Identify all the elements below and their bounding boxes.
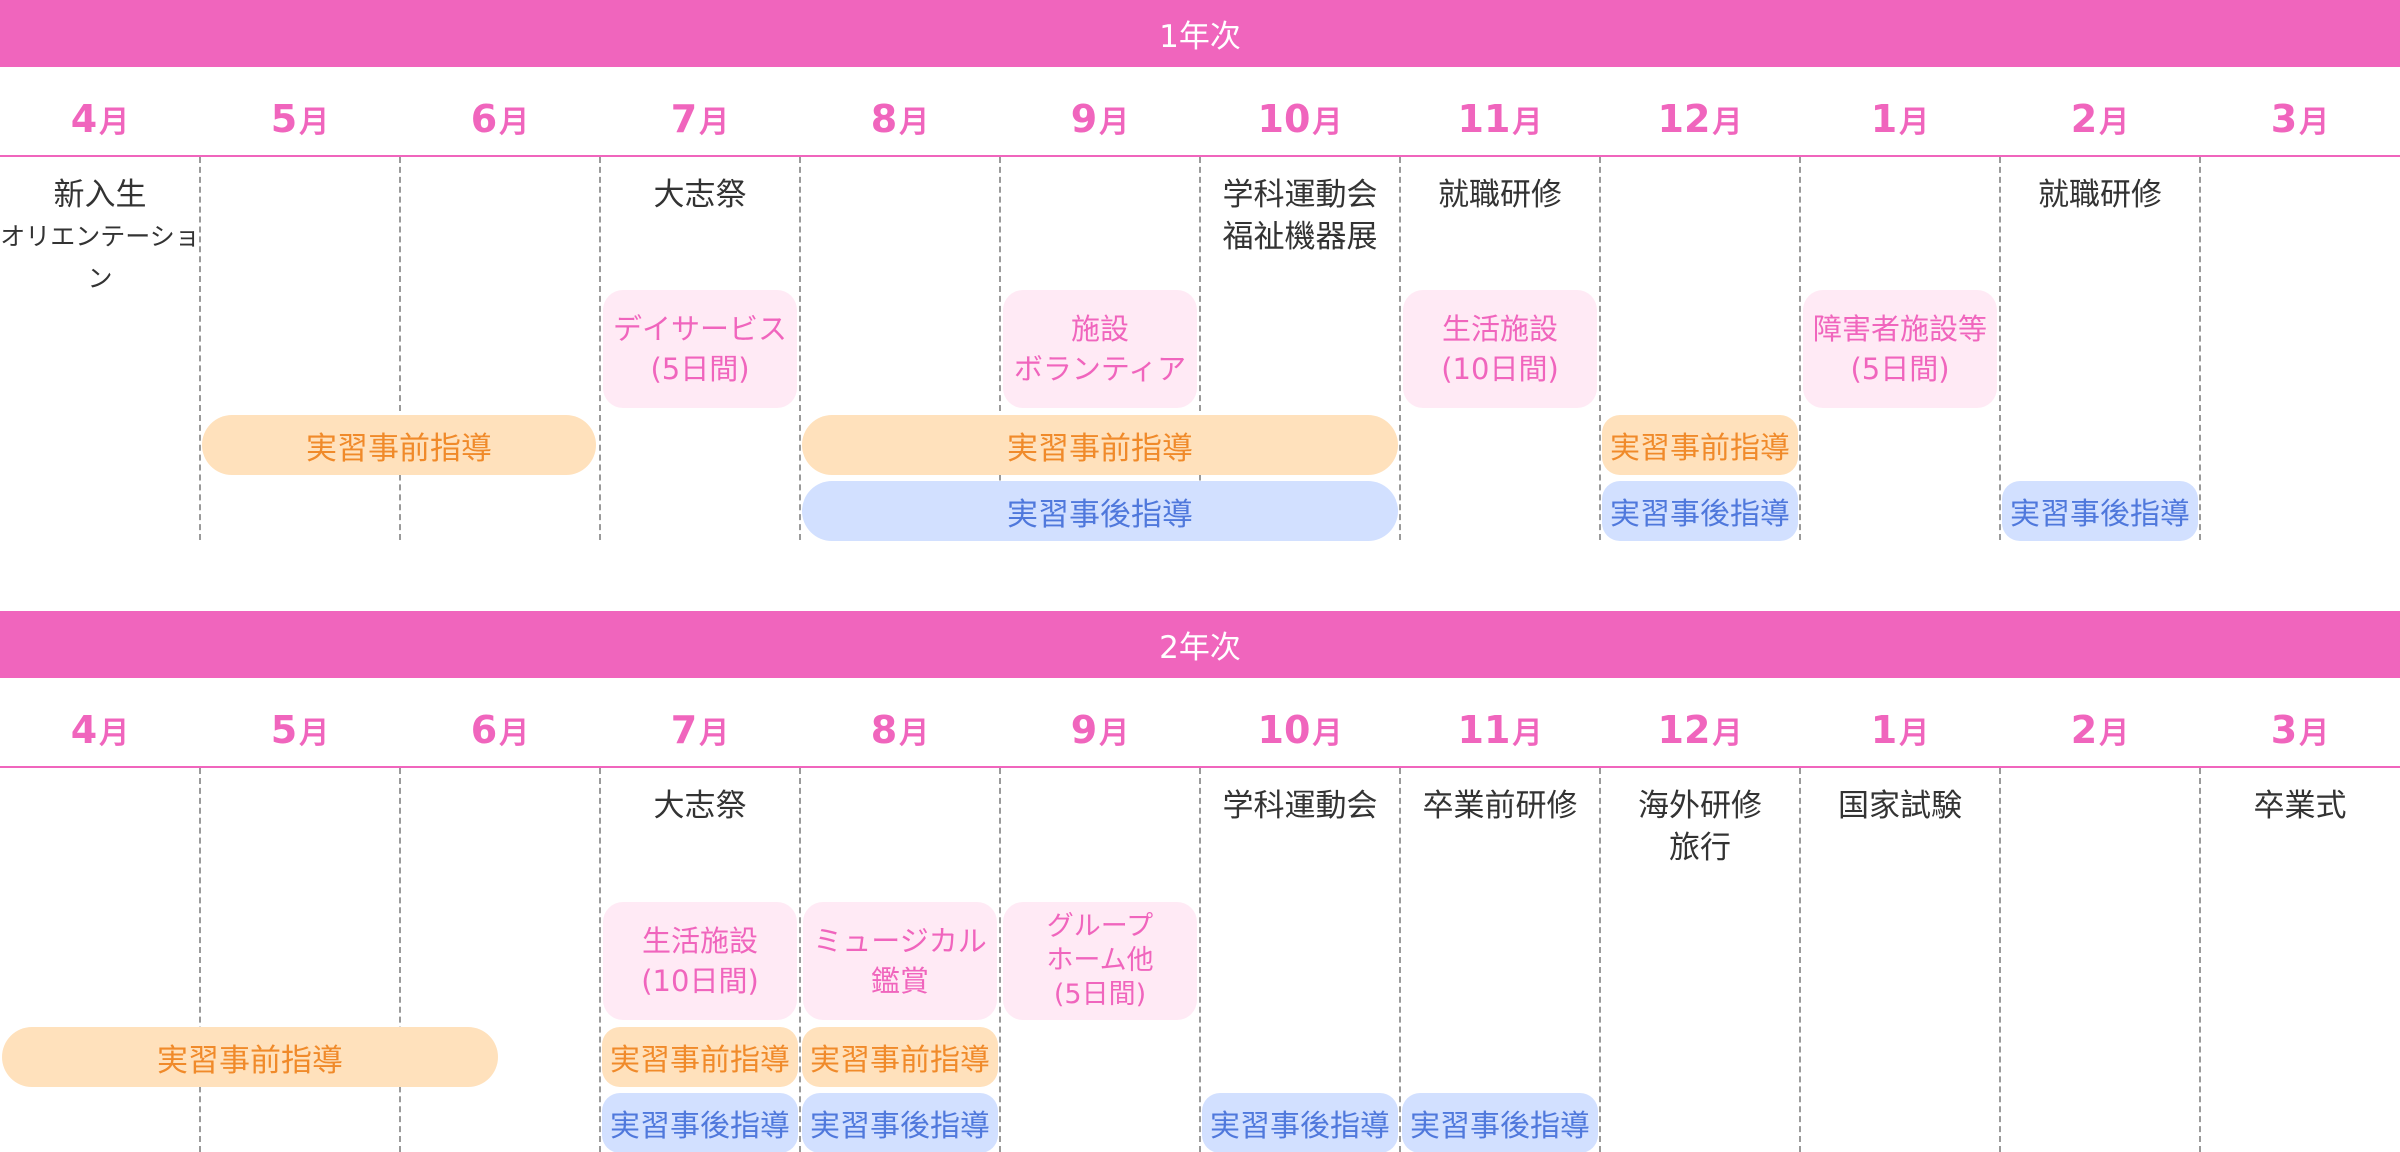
practice-sep-volunteer: 施設 ボランティア xyxy=(1003,290,1197,408)
column-divider xyxy=(1799,768,1801,1152)
event-nov-pre-graduation-training: 卒業前研修 xyxy=(1422,788,1578,824)
bar-pre-guidance-aug-oct: 実習事前指導 xyxy=(802,415,1398,475)
event-oct: 学科運動会 福祉機器展 xyxy=(1222,177,1378,255)
event-oct-sports-day: 学科運動会 xyxy=(1222,788,1378,824)
column-divider xyxy=(599,157,601,540)
column-divider xyxy=(1999,768,2001,1152)
bar-post-guidance-jul: 実習事後指導 xyxy=(602,1093,798,1152)
column-divider xyxy=(1199,768,1201,1152)
bar-post-guidance-nov: 実習事後指導 xyxy=(1402,1093,1598,1152)
column-divider xyxy=(2199,768,2201,1152)
bar-post-guidance-aug-oct: 実習事後指導 xyxy=(802,481,1398,541)
bar-post-guidance-aug: 実習事後指導 xyxy=(802,1093,998,1152)
event-nov-career-training: 就職研修 xyxy=(1438,177,1562,213)
column-divider xyxy=(199,768,201,1152)
practice-sep-group-home: グループ ホーム他 (5日間) xyxy=(1003,902,1197,1020)
bar-pre-guidance-apr-may: 実習事前指導 xyxy=(2,1027,498,1087)
practice-nov-living-facility: 生活施設 (10日間) xyxy=(1403,290,1597,408)
event-feb-career-training: 就職研修 xyxy=(2038,177,2162,213)
event-jan-national-exam: 国家試験 xyxy=(1838,788,1962,824)
column-divider xyxy=(1999,157,2001,540)
year1-title: 1年次 xyxy=(0,0,2400,67)
practice-jan-disability-facility: 障害者施設等 (5日間) xyxy=(1803,290,1997,408)
column-divider xyxy=(999,157,1001,540)
column-divider xyxy=(1799,157,1801,540)
bar-pre-guidance-aug: 実習事前指導 xyxy=(802,1027,998,1087)
header-rule xyxy=(0,766,2400,768)
column-divider xyxy=(799,768,801,1152)
year2-title: 2年次 xyxy=(0,611,2400,678)
event-jul-festival: 大志祭 xyxy=(653,788,747,824)
bar-pre-guidance-may-jun: 実習事前指導 xyxy=(202,415,596,475)
column-divider xyxy=(1599,157,1601,540)
bar-pre-guidance-dec: 実習事前指導 xyxy=(1602,415,1798,475)
column-divider xyxy=(399,768,401,1152)
column-divider xyxy=(1399,768,1401,1152)
column-divider xyxy=(1199,157,1201,540)
column-divider xyxy=(1599,768,1601,1152)
practice-jul-dayservice: デイサービス (5日間) xyxy=(603,290,797,408)
column-divider xyxy=(1399,157,1401,540)
column-divider xyxy=(399,157,401,540)
column-divider xyxy=(199,157,201,540)
event-apr-orientation: 新入生 オリエンテーション xyxy=(0,177,200,293)
column-divider xyxy=(799,157,801,540)
header-rule xyxy=(0,155,2400,157)
bar-post-guidance-oct: 実習事後指導 xyxy=(1202,1093,1398,1152)
bar-post-guidance-dec: 実習事後指導 xyxy=(1602,481,1798,541)
event-jul-festival: 大志祭 xyxy=(653,177,747,213)
practice-jul-living-facility: 生活施設 (10日間) xyxy=(603,902,797,1020)
column-divider xyxy=(599,768,601,1152)
bar-post-guidance-feb: 実習事後指導 xyxy=(2002,481,2198,541)
column-divider xyxy=(999,768,1001,1152)
event-mar-graduation: 卒業式 xyxy=(2253,788,2347,824)
bar-pre-guidance-jul: 実習事前指導 xyxy=(602,1027,798,1087)
column-divider xyxy=(2199,157,2201,540)
practice-aug-musical: ミュージカル 鑑賞 xyxy=(803,902,997,1020)
event-dec-overseas-trip: 海外研修 旅行 xyxy=(1638,788,1762,866)
